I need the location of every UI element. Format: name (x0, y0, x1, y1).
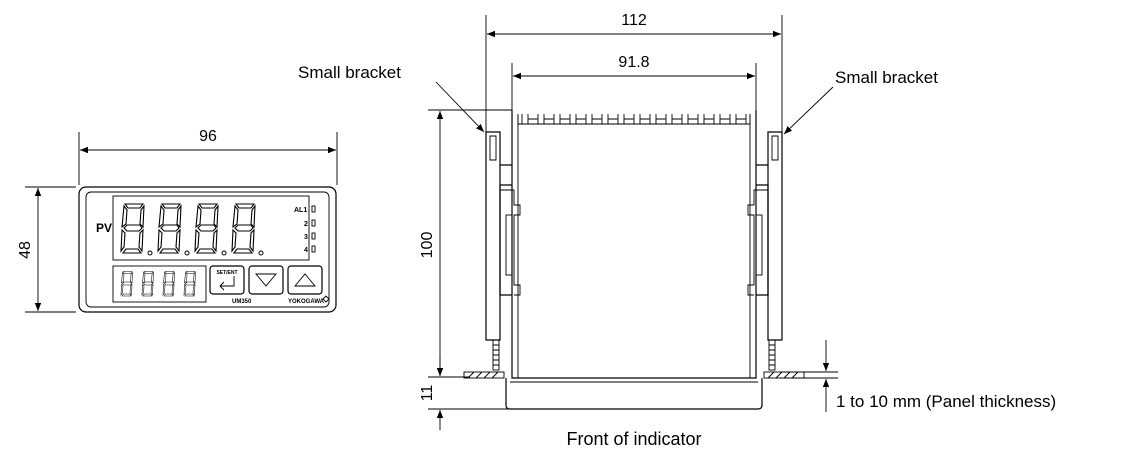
inner-width-dimension: 91.8 (618, 54, 649, 71)
rear-terminals (517, 114, 751, 125)
front-height-dimension: 48 (17, 241, 34, 259)
up-key[interactable] (287, 265, 323, 295)
front-bezel (78, 186, 337, 313)
brand-model: UM350 (232, 299, 252, 305)
overall-width-dimension: 112 (621, 12, 647, 29)
side-view: 112 91.8 Small bracket Small bracket 100… (298, 12, 1056, 449)
front-view: 96 48 PV AL1 2 3 4 (17, 128, 338, 313)
pv-display-window (112, 195, 310, 261)
panel-plate (463, 371, 805, 379)
down-triangle-icon (255, 273, 277, 287)
front-width-dimension: 96 (199, 128, 217, 145)
alarm-label-2: 2 (304, 221, 308, 228)
yokogawa-diamond-icon (322, 295, 330, 303)
sv-digits (120, 271, 196, 297)
pv-label: PV (96, 221, 112, 235)
alarm-label-3: 3 (304, 234, 308, 241)
bracket-label-left: Small bracket (298, 63, 401, 82)
pv-digits (120, 203, 264, 256)
up-triangle-icon (294, 273, 316, 287)
depth-dimension: 100 (419, 232, 436, 259)
set-ent-label: SET/ENT (216, 270, 237, 276)
set-ent-key[interactable]: SET/ENT (209, 265, 245, 295)
brand-company: YOKOGAWA (288, 299, 325, 305)
sv-display-window (112, 265, 207, 303)
front-bezel-side (505, 378, 763, 410)
right-small-bracket (747, 131, 783, 371)
enter-key-icon (219, 276, 235, 291)
panel-thickness-note: 1 to 10 mm (Panel thickness) (836, 392, 1056, 411)
housing-body (511, 110, 757, 379)
left-small-bracket (485, 131, 521, 371)
front-depth-dimension: 11 (419, 385, 436, 402)
alarm-label-4: 4 (304, 247, 308, 254)
front-of-indicator-caption: Front of indicator (566, 429, 701, 449)
alarm-label-1: AL1 (294, 207, 307, 214)
bracket-label-right: Small bracket (835, 68, 938, 87)
down-key[interactable] (248, 265, 284, 295)
